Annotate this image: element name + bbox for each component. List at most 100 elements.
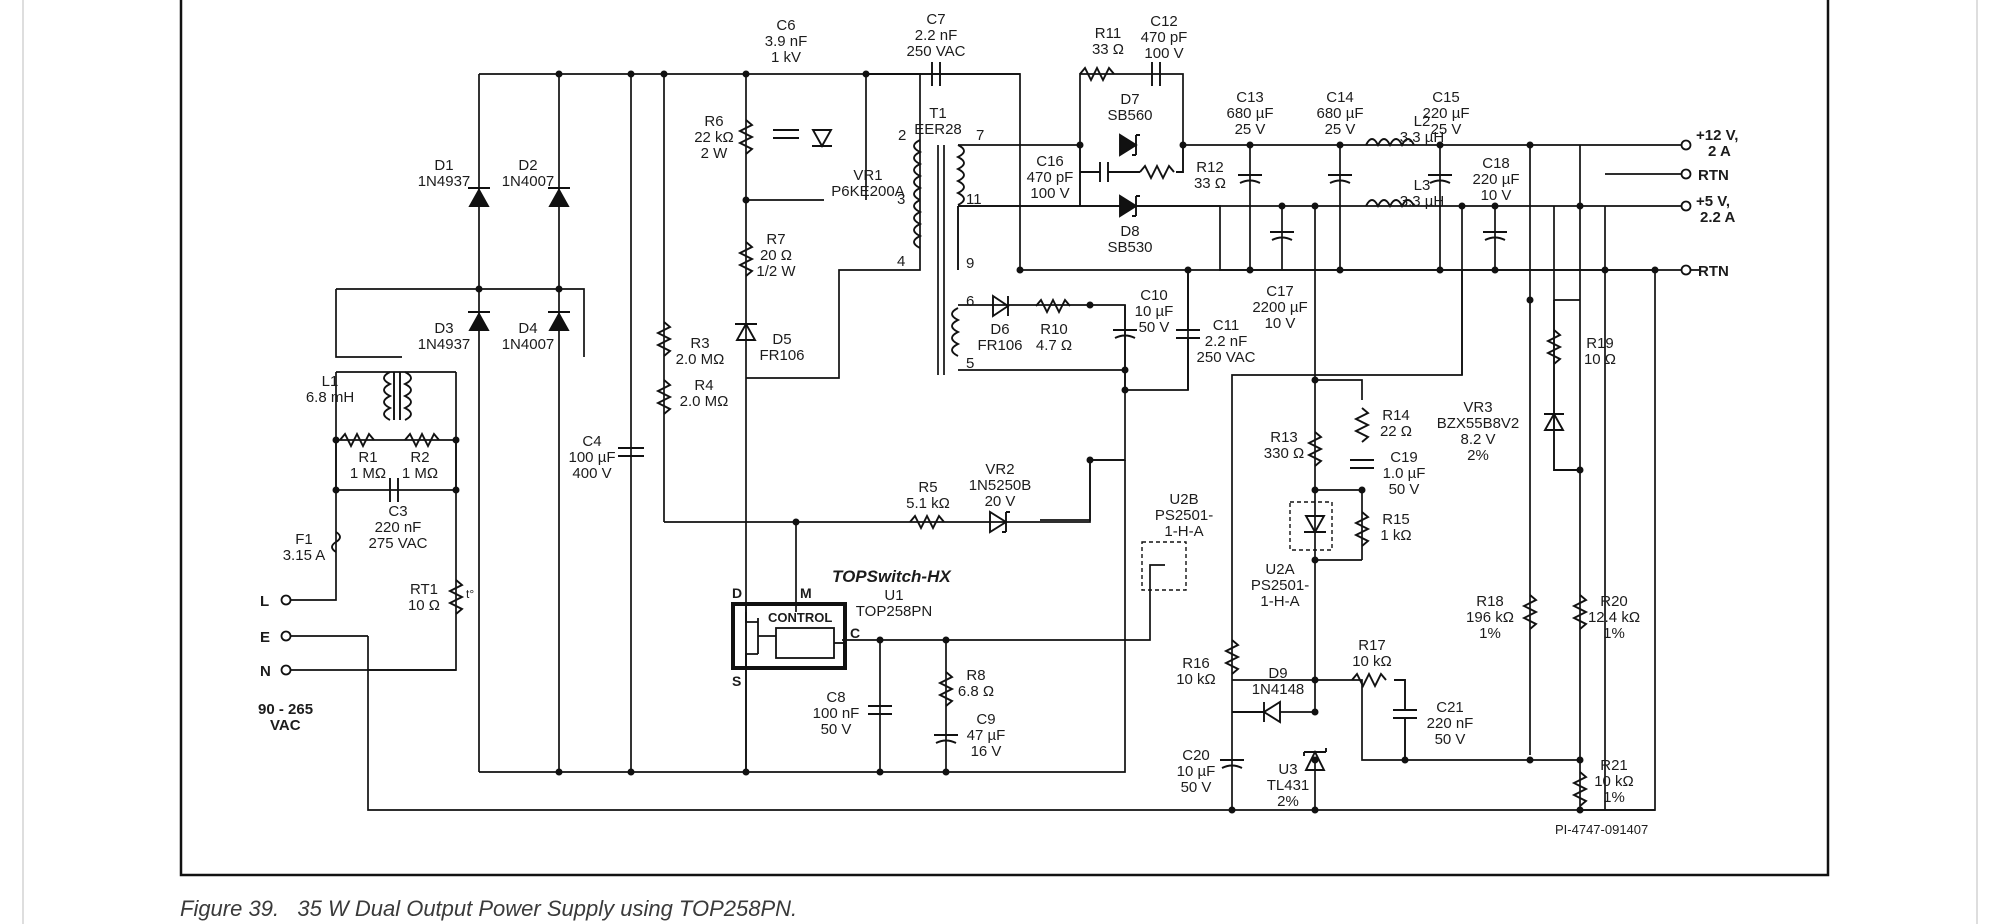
label-r4-line-1: 2.0 MΩ	[680, 393, 729, 410]
rt1-symbol: t°	[466, 587, 474, 601]
label-r16-line-1: 10 kΩ	[1176, 671, 1216, 688]
label-vr2-line-2: 20 V	[985, 493, 1016, 510]
diode-d9	[1262, 700, 1281, 724]
label-c18-line-1: 220 µF	[1473, 171, 1520, 188]
label-l3-line-1: 3.3 µH	[1400, 193, 1445, 210]
label-u3-line-1: TL431	[1267, 777, 1310, 794]
label-r21-line-2: 1%	[1603, 789, 1625, 806]
label-r11-line-1: 33 Ω	[1092, 41, 1124, 58]
t1-pin-7: 7	[976, 127, 984, 144]
cap-c21	[1393, 679, 1417, 760]
label-c3-line-0: C3	[388, 503, 407, 520]
u1-pin-m: M	[800, 585, 812, 601]
label-r16-line-0: R16	[1182, 655, 1210, 672]
label-r20-line-1: 12.4 kΩ	[1588, 609, 1640, 626]
t1-pin-9: 9	[966, 255, 974, 272]
label-c20-line-2: 50 V	[1181, 779, 1212, 796]
t1-pin-6: 6	[966, 293, 974, 310]
schottky-d8	[1119, 194, 1138, 218]
u1-pin-c: C	[850, 625, 860, 641]
res-r2	[404, 431, 440, 449]
t1-pin-5: 5	[966, 355, 974, 372]
label-c9-line-2: 16 V	[971, 743, 1002, 760]
label-l1-line-0: L1	[322, 373, 339, 390]
label-d8-line-1: SB530	[1107, 239, 1152, 256]
label-c13-line-0: C13	[1236, 89, 1264, 106]
label-r11-line-0: R11	[1095, 25, 1121, 42]
res-r5	[909, 513, 945, 531]
cap-c7	[931, 62, 941, 86]
label-r6-line-0: R6	[704, 113, 723, 130]
zener-vr1	[811, 129, 833, 148]
label-c8-line-0: C8	[826, 689, 845, 706]
label-r2-line-0: R2	[410, 449, 429, 466]
diode-d4	[548, 312, 570, 331]
label-r6-line-2: 2 W	[701, 145, 729, 162]
terminal-e	[280, 630, 292, 642]
cap-c3	[389, 478, 399, 502]
schottky-d7	[1119, 133, 1138, 157]
label-c16-line-0: C16	[1036, 153, 1064, 170]
diode-d3	[468, 312, 490, 331]
label-r18-line-0: R18	[1476, 593, 1504, 610]
label-vr3-line-3: 2%	[1467, 447, 1489, 464]
label-c9-line-1: 47 µF	[967, 727, 1006, 744]
label-r18-line-1: 196 kΩ	[1466, 609, 1514, 626]
cap-c6	[773, 129, 799, 139]
res-r15	[1353, 511, 1371, 547]
label-u2a-line-0: U2A	[1265, 561, 1294, 578]
in-l: L	[260, 593, 269, 610]
out-12v-line2: 2 A	[1708, 143, 1731, 160]
terminal-n	[280, 664, 292, 676]
label-r1-line-0: R1	[358, 449, 377, 466]
label-c4-line-1: 100 µF	[569, 449, 616, 466]
label-c15-line-0: C15	[1432, 89, 1460, 106]
label-r3-line-0: R3	[690, 335, 709, 352]
label-c3-line-2: 275 VAC	[369, 535, 428, 552]
label-c20-line-1: 10 µF	[1177, 763, 1216, 780]
t1-pin-11: 11	[966, 191, 982, 208]
res-r1	[339, 431, 375, 449]
label-c17-line-0: C17	[1266, 283, 1294, 300]
label-c14-line-0: C14	[1326, 89, 1354, 106]
terminal-12v	[1680, 139, 1692, 151]
label-c6-line-2: 1 kV	[771, 49, 801, 66]
label-d2-line-0: D2	[518, 157, 537, 174]
label-l3-line-0: L3	[1414, 177, 1431, 194]
inductor-l3	[1365, 199, 1415, 209]
input-labels: L E N 90 - 265 VAC	[258, 593, 313, 734]
label-c19-line-2: 50 V	[1389, 481, 1420, 498]
label-c7-line-0: C7	[926, 11, 945, 28]
label-vr2-line-0: VR2	[985, 461, 1014, 478]
cap-c14	[1328, 174, 1352, 184]
cap-c13	[1238, 174, 1262, 184]
label-d3-line-0: D3	[434, 320, 453, 337]
cap-c19	[1350, 459, 1374, 469]
t1-pin-3: 3	[897, 191, 905, 208]
label-c16-line-1: 470 pF	[1027, 169, 1074, 186]
label-d5-line-0: D5	[772, 331, 791, 348]
label-t1-line-1: EER28	[914, 121, 962, 138]
label-d9-line-1: 1N4148	[1252, 681, 1305, 698]
label-r10-line-0: R10	[1040, 321, 1068, 338]
cap-c9	[934, 734, 958, 744]
label-vr3-line-2: 8.2 V	[1460, 431, 1495, 448]
label-c12-line-1: 470 pF	[1141, 29, 1188, 46]
out-rtn1: RTN	[1698, 167, 1729, 184]
